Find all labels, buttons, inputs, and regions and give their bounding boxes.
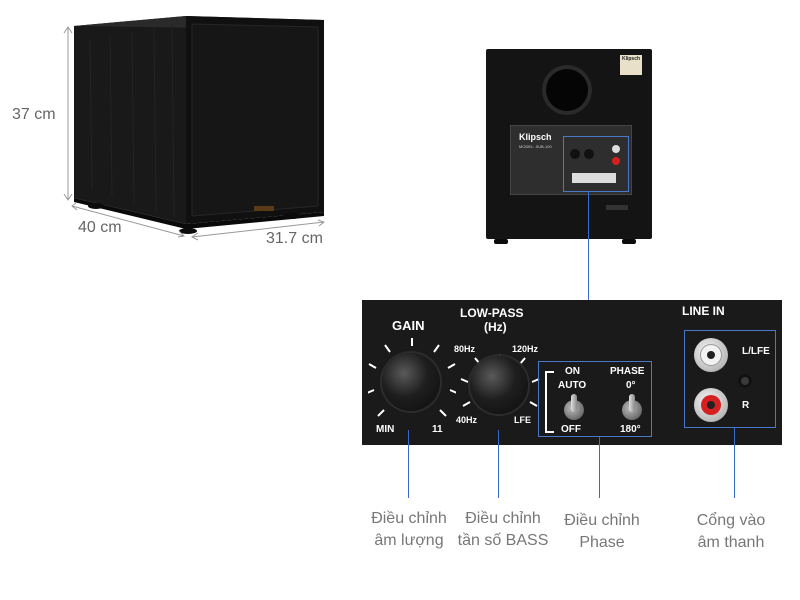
callout-bass: Điều chỉnh tần số BASS [438,508,568,552]
cabinet-side-face [74,16,186,224]
callout-input-line2: âm thanh [697,534,765,551]
front-grille [191,23,319,217]
callout-phase-line1: Điều chỉnh [564,512,640,529]
callout-input: Cổng vào âm thanh [666,510,796,554]
callout-phase: Điều chỉnh Phase [537,510,667,554]
dimension-lines [63,26,326,241]
line-in-title: LINE IN [682,304,725,318]
lowpass-knob[interactable] [470,356,528,414]
rear-badge: Klipsch [620,55,642,75]
phase-toggle[interactable] [622,394,642,420]
phase-180-label: 180° [620,424,641,435]
auto-on-label: ON [565,366,580,377]
phase-0-label: 0° [626,380,636,391]
subwoofer-front-illustration [63,16,326,241]
switch-highlight-box [538,361,652,437]
phase-title: PHASE [610,366,645,377]
left-lfe-label: L/LFE [742,346,770,357]
switch-bracket [545,371,554,433]
amp-plate-logo: Klipsch [519,132,552,142]
amp-plate-model: MODEL: SUB-100 [519,144,552,149]
callout-line-linein [734,428,735,498]
callout-volume: Điều chỉnh âm lượng [344,508,474,552]
rca-input-right[interactable] [694,388,728,422]
bass-port [542,65,592,115]
lowpass-title: LOW-PASS [460,306,524,320]
depth-dimension-label: 40 cm [78,219,122,236]
callout-line-lowpass [498,430,499,498]
mini-control-section [563,136,629,192]
subwoofer-rear-view: Klipsch Klipsch MODEL: SUB-100 [486,49,652,244]
foot [179,228,197,234]
auto-auto-label: AUTO [558,380,587,391]
right-label: R [742,400,750,411]
callout-input-line1: Cổng vào [696,512,766,529]
rca-input-left-lfe[interactable] [694,338,728,372]
gain-knob[interactable] [382,353,440,411]
gain-scale-ticks [368,338,456,417]
callout-volume-line1: Điều chỉnh [371,510,447,527]
width-dimension-label: 31.7 cm [266,230,323,247]
foot [283,213,301,219]
lowpass-80hz-label: 80Hz [454,344,476,354]
callout-line-phase [599,437,600,498]
rear-badge-text: Klipsch [621,56,641,62]
lowpass-120hz-label: 120Hz [512,344,539,354]
lowpass-40hz-label: 40Hz [456,415,478,425]
gain-title: GAIN [392,318,425,333]
callout-bass-line1: Điều chỉnh [465,510,541,527]
height-dimension-label: 37 cm [12,106,56,123]
auto-power-toggle[interactable] [564,394,584,420]
callout-volume-line2: âm lượng [374,532,444,549]
lowpass-unit: (Hz) [484,320,507,334]
foot [88,203,104,209]
amp-plate: Klipsch MODEL: SUB-100 [510,125,632,195]
control-panel-closeup: GAIN MIN 11 LOW-PASS (Hz) 80Hz 120Hz [362,300,782,445]
lowpass-lfe-label: LFE [514,415,531,425]
callout-bass-line2: tần số BASS [457,532,549,549]
ground-screw [738,374,752,388]
wood-grain [89,23,175,219]
line-in-highlight-box [684,330,776,428]
callout-phase-line2: Phase [579,534,625,551]
logo-badge [254,206,274,211]
gain-min-label: MIN [376,424,395,435]
zoom-connector-line [588,192,589,304]
gain-max-label: 11 [432,424,443,435]
callout-line-gain [408,430,409,498]
auto-off-label: OFF [561,424,581,435]
